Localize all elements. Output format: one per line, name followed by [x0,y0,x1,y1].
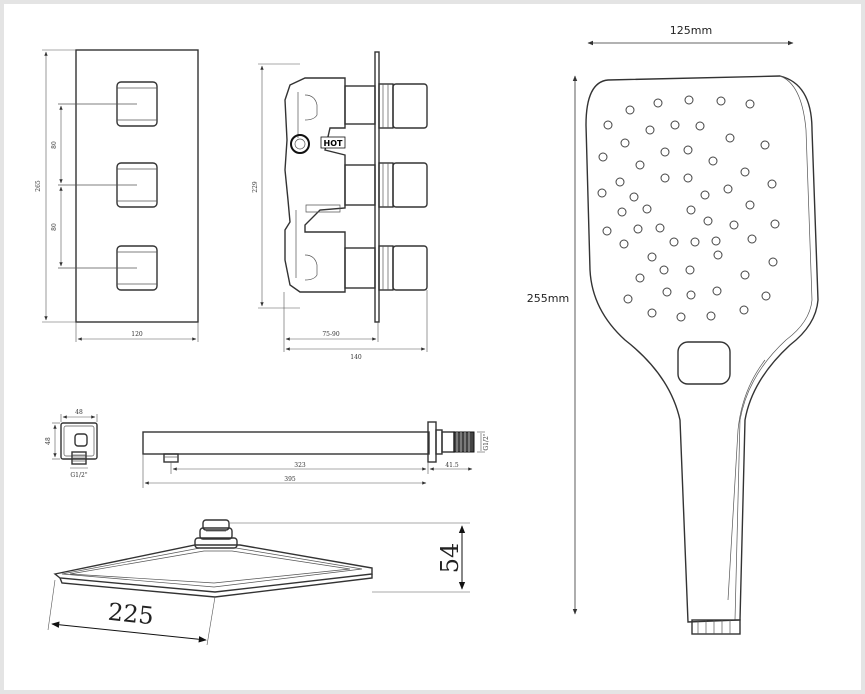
valve-faceplate [75,49,199,323]
nozzle-hole [617,207,627,217]
nozzle-hole [620,138,630,148]
hand-shower-width-label: 125mm [670,24,712,37]
nozzle-hole [676,312,686,322]
nozzle-hole [629,192,639,202]
nozzle-hole [660,173,670,183]
hot-label: HOT [324,139,343,148]
nozzle-hole [700,190,710,200]
nozzle-hole [647,252,657,262]
nozzle-hole [660,147,670,157]
valve-side-view: HOT 229 75-90 140 [252,51,428,361]
nozzle-hole [659,265,669,275]
hand-shower-view: 125mm 255mm [527,24,819,635]
valve-depth-range-label: 75-90 [322,331,339,338]
nozzle-hole [713,250,723,260]
outlet-width-label: 48 [75,409,83,416]
nozzle-hole [723,184,733,194]
valve-side-cartridge-top [304,83,428,129]
nozzle-hole [690,237,700,247]
nozzle-hole [623,294,633,304]
nozzle-hole [683,173,693,183]
nozzle-hole [706,311,716,321]
wall-outlet-view: 48 48 G1/2" [45,409,98,479]
nozzle-hole [686,290,696,300]
nozzle-hole [602,226,612,236]
nozzle-hole [662,287,672,297]
arm-total-label: 395 [284,476,296,483]
hand-shower-thread [691,619,741,635]
valve-spacing-upper-label: 80 [51,141,58,149]
nozzle-hole [761,291,771,301]
nozzle-hole [685,265,695,275]
nozzle-hole [708,156,718,166]
rain-head-view: 54 225 [47,519,470,646]
nozzle-hole [729,220,739,230]
outlet-thread-label: G1/2" [70,472,87,479]
hand-shower-height-label: 255mm [527,292,569,305]
nozzle-hole [625,105,635,115]
hand-shower-button [677,341,731,385]
nozzle-hole [703,216,713,226]
nozzle-hole [633,224,643,234]
nozzle-hole [647,308,657,318]
nozzle-hole [619,239,629,249]
outlet-height-label: 48 [45,437,52,445]
shower-arm-view: G1/2" 323 41.5 395 [142,421,490,488]
nozzle-hole [716,96,726,106]
valve-side-knob [290,134,310,154]
arm-outlet-nozzle [163,453,179,463]
nozzle-hole [695,121,705,131]
nozzle-hole [740,167,750,177]
valve-height-label: 265 [35,180,42,192]
rain-head-plate [53,544,373,593]
nozzle-hole [655,223,665,233]
valve-side-cartridge-middle [305,162,428,213]
nozzle-hole [712,286,722,296]
hand-shower-nozzles [597,95,780,322]
nozzle-hole [745,99,755,109]
nozzle-hole [770,219,780,229]
rain-head-connector-base [194,537,238,549]
nozzle-hole [725,133,735,143]
valve-total-depth-label: 140 [350,354,362,361]
nozzle-hole [760,140,770,150]
nozzle-hole [670,120,680,130]
nozzle-hole [767,179,777,189]
rain-head-width-label: 225 [107,598,155,631]
nozzle-hole [645,125,655,135]
arm-thread-label: G1/2" [483,433,490,450]
nozzle-hole [745,200,755,210]
nozzle-hole [683,145,693,155]
nozzle-hole [740,270,750,280]
nozzle-hole [686,205,696,215]
valve-front-view: 265 80 80 120 [35,49,199,342]
nozzle-hole [684,95,694,105]
valve-width-label: 120 [131,331,143,338]
nozzle-hole [603,120,613,130]
valve-side-height-label: 229 [252,181,259,193]
arm-length-label: 323 [294,462,306,469]
hot-label-box [320,136,346,149]
nozzle-hole [711,236,721,246]
hand-shower-body [585,75,819,623]
nozzle-hole [669,237,679,247]
valve-side-cartridge-bottom [304,245,428,291]
nozzle-hole [747,234,757,244]
nozzle-hole [768,257,778,267]
shower-arm-tube [142,431,430,455]
nozzle-hole [653,98,663,108]
nozzle-hole [635,160,645,170]
nozzle-hole [642,204,652,214]
nozzle-hole [597,188,607,198]
valve-spacing-lower-label: 80 [51,223,58,231]
nozzle-hole [739,305,749,315]
rain-head-height-label: 54 [436,543,464,574]
nozzle-hole [635,273,645,283]
nozzle-hole [598,152,608,162]
arm-flange-label: 41.5 [445,462,459,469]
wall-outlet-body [60,422,98,460]
nozzle-hole [615,177,625,187]
